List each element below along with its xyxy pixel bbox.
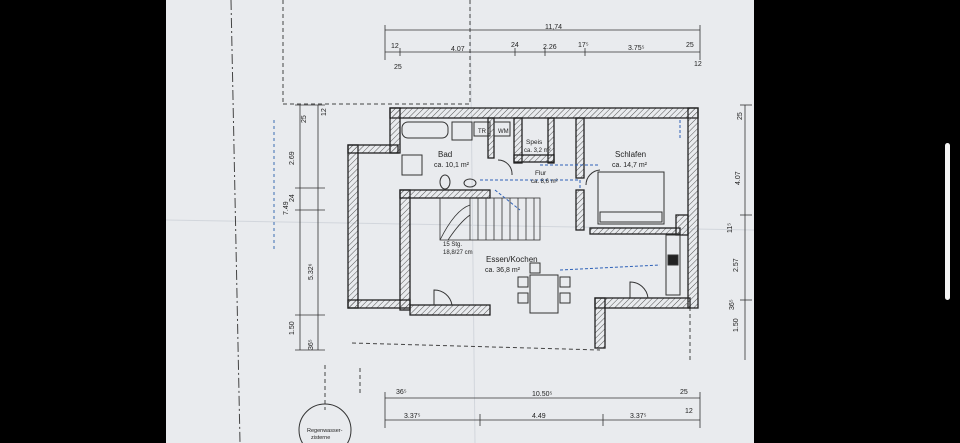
dim-top-h: 25 <box>394 64 402 71</box>
fixture-wm: WM <box>498 129 509 135</box>
fixture-tr: TR <box>478 129 487 135</box>
dim-top-c: 24 <box>511 42 519 49</box>
dim-right-a: 25 <box>737 112 744 120</box>
dim-left-g: 1.50 <box>289 321 296 335</box>
room-area-speis: ca. 3,2 m² <box>524 148 551 154</box>
dim-bottom-b: 10.50⁵ <box>532 391 553 398</box>
stairs-count: 15 Stg. <box>443 242 462 248</box>
dim-right-b: 4.07 <box>735 171 742 185</box>
dim-top-i: 12 <box>694 61 702 68</box>
room-name-flur: Flur <box>535 170 547 177</box>
stairs-size: 18,8/27 cm <box>443 250 473 256</box>
dim-left-d: 24 <box>289 194 296 202</box>
room-name-speis: Speis <box>526 139 543 146</box>
cistern-circle <box>298 403 352 443</box>
dim-bottom-d: 12 <box>685 408 693 415</box>
walls <box>347 107 699 349</box>
dim-bottom-f: 4.49 <box>532 413 546 420</box>
cistern-label-line1: Regenwasser- <box>307 428 343 434</box>
dim-right-f: 1.50 <box>733 318 740 332</box>
paper-folds <box>165 0 755 443</box>
dim-right-d: 2.57 <box>733 258 740 272</box>
dim-left-e: 7.49 <box>283 201 290 215</box>
dim-top-b: 4.07 <box>451 46 465 53</box>
dim-top-f: 3.75⁵ <box>628 45 645 52</box>
blue-markings <box>480 120 681 271</box>
dim-bottom-g: 3.37⁵ <box>630 413 647 420</box>
dim-top-a: 12 <box>391 43 399 50</box>
dim-left-b: 12 <box>321 108 328 116</box>
dim-left-a: 25 <box>301 115 308 123</box>
dim-top-total: 11,74 <box>545 24 562 31</box>
dim-right-c: 11⁵ <box>727 223 734 233</box>
dim-bottom-e: 3.37⁵ <box>404 413 421 420</box>
room-name-schlafen: Schlafen <box>615 150 646 159</box>
room-area-bad: ca. 10,1 m² <box>434 162 470 169</box>
dim-top-g: 25 <box>686 42 694 49</box>
dim-bottom-a: 36⁵ <box>396 389 407 396</box>
dim-right-e: 36⁵ <box>729 299 736 310</box>
fixtures <box>401 121 681 314</box>
dim-top-e: 17⁵ <box>578 42 589 49</box>
dim-left-f: 5.32⁶ <box>308 263 315 280</box>
room-name-essen-kochen: Essen/Kochen <box>486 255 538 264</box>
staircase <box>439 197 541 241</box>
dim-left-h: 36⁵ <box>308 339 315 350</box>
room-area-flur: ca. 8,6 m² <box>531 179 558 185</box>
dim-bottom-c: 25 <box>680 389 688 396</box>
scrollbar-thumb[interactable] <box>945 143 950 300</box>
site-boundary <box>230 0 691 443</box>
dim-top-d: 2.26 <box>543 44 557 51</box>
dim-left-c: 2.69 <box>289 151 296 165</box>
room-area-schlafen: ca. 14,7 m² <box>612 162 648 169</box>
room-area-essen-kochen: ca. 36,8 m² <box>485 267 521 274</box>
dimension-lines <box>295 25 752 428</box>
room-name-bad: Bad <box>438 150 452 159</box>
cistern-label-line2: zisterne <box>311 435 330 441</box>
